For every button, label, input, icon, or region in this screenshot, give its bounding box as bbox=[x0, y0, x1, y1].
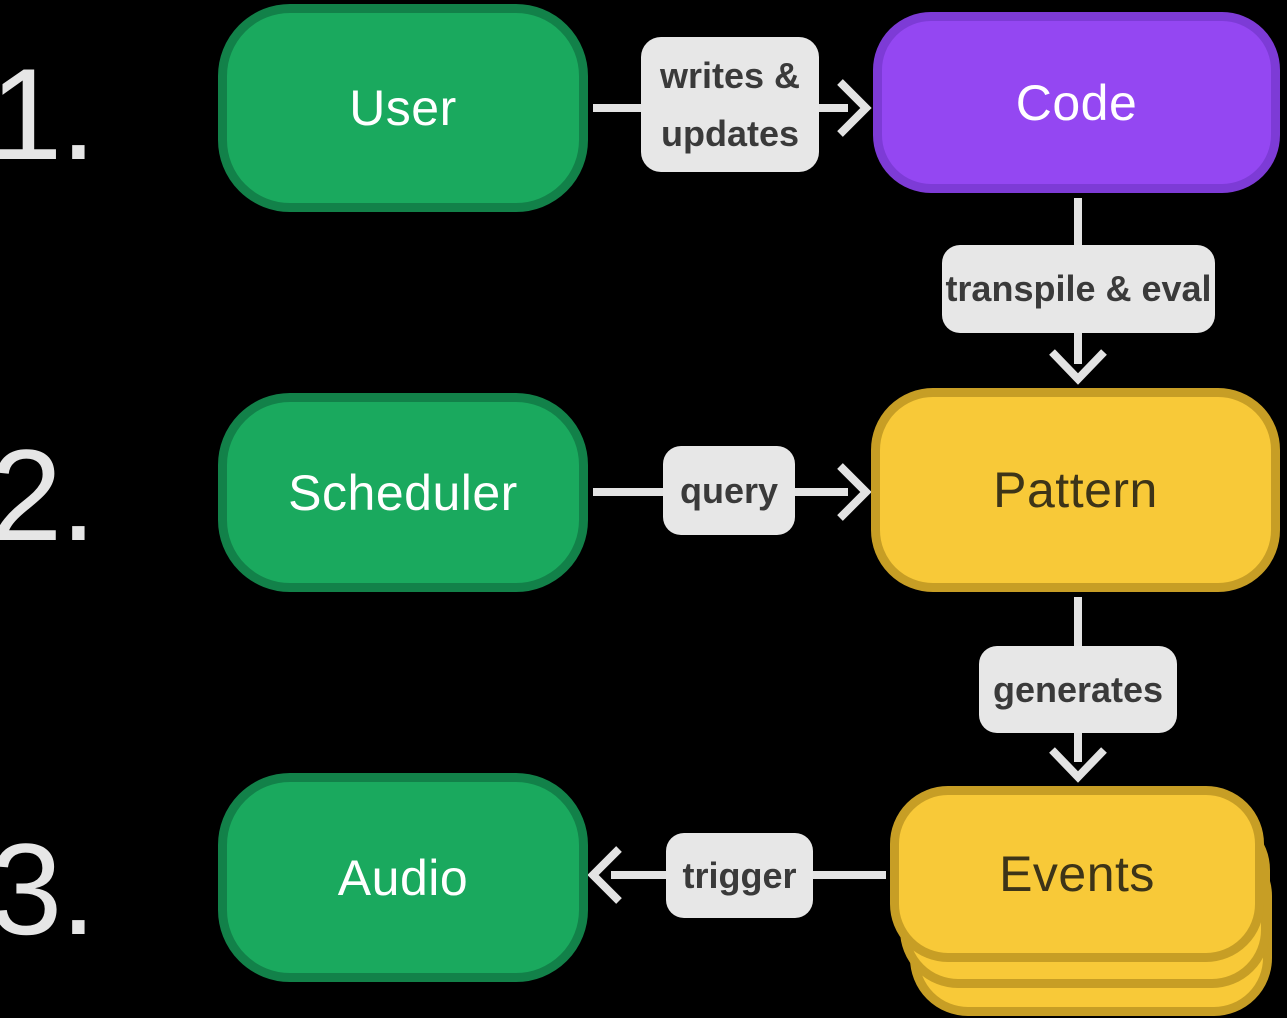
step-number-1: 1. bbox=[0, 41, 96, 187]
node-code-label: Code bbox=[1015, 74, 1138, 131]
node-events-stack: Events bbox=[890, 786, 1272, 1018]
node-user: User bbox=[218, 4, 588, 212]
node-events-label: Events bbox=[999, 846, 1155, 902]
node-audio: Audio bbox=[218, 773, 588, 982]
edge-label-query: query bbox=[663, 446, 795, 535]
step-number-2: 2. bbox=[0, 422, 96, 568]
edge-label-trigger: trigger bbox=[666, 833, 813, 918]
node-events: Events bbox=[890, 786, 1264, 962]
edge-label-query-text: query bbox=[679, 469, 779, 511]
edge-label-generates-text: generates bbox=[992, 668, 1164, 710]
node-audio-label: Audio bbox=[337, 849, 469, 906]
edge-label-generates: generates bbox=[979, 646, 1177, 733]
step-number-3: 3. bbox=[0, 816, 96, 962]
node-pattern: Pattern bbox=[871, 388, 1280, 592]
edge-label-writes-updates-text: writes & updates bbox=[659, 54, 801, 154]
edge-label-trigger-text: trigger bbox=[682, 854, 797, 896]
node-user-label: User bbox=[349, 80, 457, 136]
node-code: Code bbox=[873, 12, 1280, 193]
edge-label-transpile-eval: transpile & eval bbox=[942, 245, 1215, 333]
node-scheduler-label: Scheduler bbox=[288, 464, 518, 521]
node-pattern-label: Pattern bbox=[993, 462, 1158, 518]
edge-label-writes-updates: writes & updates bbox=[641, 37, 819, 172]
edge-label-transpile-eval-text: transpile & eval bbox=[945, 268, 1212, 310]
node-scheduler: Scheduler bbox=[218, 393, 588, 592]
